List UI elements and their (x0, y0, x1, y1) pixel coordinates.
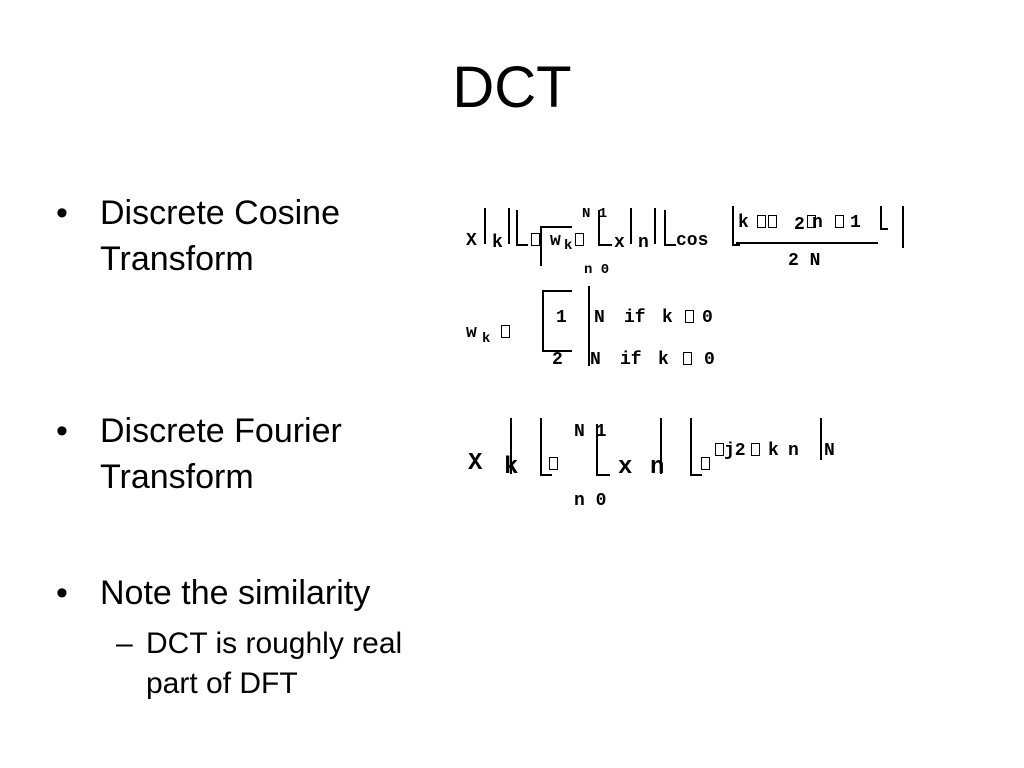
sum-lower: n 0 (574, 491, 607, 511)
eq-w-sub: k (482, 331, 491, 347)
eq-operator (530, 231, 541, 251)
subbullet-line: part of DFT (146, 667, 298, 700)
case1-num: 1 (556, 308, 567, 328)
case-brace (542, 304, 572, 352)
eq-cos: cos (676, 231, 709, 251)
exp-n: n (788, 441, 799, 461)
case1-k: k (662, 308, 673, 328)
sum-lower: n 0 (584, 262, 610, 278)
exp-k: k (768, 441, 779, 461)
num-2: 2 (794, 215, 805, 235)
bullet-line: Discrete Fourier (100, 412, 342, 450)
bullet-text: Note the similarity (100, 570, 440, 616)
eq-operator (750, 441, 761, 461)
bullet-marker: • (56, 412, 68, 450)
bracket (654, 208, 656, 244)
eq-X: X (466, 231, 477, 251)
eq-operator (500, 323, 511, 343)
eq-operator (574, 231, 585, 251)
num-k: k (738, 213, 749, 233)
missing-glyph-icon (549, 457, 558, 470)
case2-val: 0 (704, 350, 715, 370)
case1-val: 0 (702, 308, 713, 328)
eq-w: w (550, 231, 561, 251)
eq-operator (756, 213, 778, 233)
eq-operator (548, 450, 559, 477)
bullet-line: Transform (100, 458, 254, 496)
bracket (732, 206, 740, 246)
bullet-line: Transform (100, 240, 254, 278)
eq-x: x (614, 233, 625, 253)
case1-if: if (624, 308, 646, 328)
sqrt-bar (588, 286, 590, 366)
sum-sign (540, 226, 572, 266)
missing-glyph-icon (685, 310, 694, 323)
case2-N: N (590, 350, 601, 370)
num-n: n (812, 213, 823, 233)
exp-N: N (824, 441, 835, 461)
sum-upper: N 1 (582, 206, 608, 222)
bullet-text: Discrete Fourier Transform (100, 408, 440, 500)
sum-upper: N 1 (574, 422, 607, 442)
bracket (630, 208, 632, 244)
case1-N: N (594, 308, 605, 328)
bullet-text: Discrete Cosine Transform (100, 190, 440, 282)
bracket (660, 418, 662, 474)
bullet-marker: • (56, 194, 68, 232)
eq-operator (806, 213, 817, 233)
den: 2 N (788, 251, 821, 271)
bracket (690, 424, 702, 476)
bracket (598, 210, 612, 246)
eq-w-sub: k (564, 238, 573, 254)
missing-glyph-icon (501, 325, 510, 338)
bracket (596, 424, 610, 476)
eq-n: n (650, 454, 665, 481)
bracket (510, 418, 512, 474)
eq-X: X (468, 450, 483, 477)
missing-glyph-icon (751, 443, 760, 456)
missing-glyph-icon (757, 215, 766, 228)
eq-operator (684, 308, 695, 328)
eq-k: k (504, 454, 519, 481)
missing-glyph-icon (835, 215, 844, 228)
case2-k: k (658, 350, 669, 370)
missing-glyph-icon (683, 352, 692, 365)
missing-glyph-icon (531, 233, 540, 246)
bracket (820, 418, 822, 460)
bracket (516, 210, 528, 246)
subbullet-line: DCT is roughly real (146, 627, 403, 660)
eq-k: k (492, 233, 503, 253)
bracket (902, 206, 904, 248)
eq-n: n (638, 233, 649, 253)
bracket (880, 206, 888, 230)
bracket (484, 208, 486, 244)
case2-num: 2 (552, 350, 563, 370)
bracket (664, 210, 676, 246)
bullet-line: Discrete Cosine (100, 194, 340, 232)
bullet-marker: • (56, 574, 68, 612)
missing-glyph-icon (768, 215, 777, 228)
eq-operator (714, 441, 725, 461)
missing-glyph-icon (807, 215, 816, 228)
eq-w: w (466, 323, 477, 343)
missing-glyph-icon (701, 457, 710, 470)
missing-glyph-icon (575, 233, 584, 246)
missing-glyph-icon (715, 443, 724, 456)
eq-operator (700, 450, 711, 477)
slide-title: DCT (452, 55, 572, 120)
fraction-bar (736, 242, 878, 244)
exp-j2: j2 (724, 441, 746, 461)
bracket (540, 424, 552, 476)
subbullet-marker: – (116, 627, 133, 660)
bullet-line: Note the similarity (100, 574, 371, 612)
bracket (508, 208, 510, 244)
case2-if: if (620, 350, 642, 370)
eq-operator (834, 213, 845, 233)
eq-operator (682, 350, 693, 370)
eq-x: x (618, 454, 633, 481)
num-1: 1 (850, 213, 861, 233)
subbullet-text: DCT is roughly real part of DFT (146, 624, 456, 704)
